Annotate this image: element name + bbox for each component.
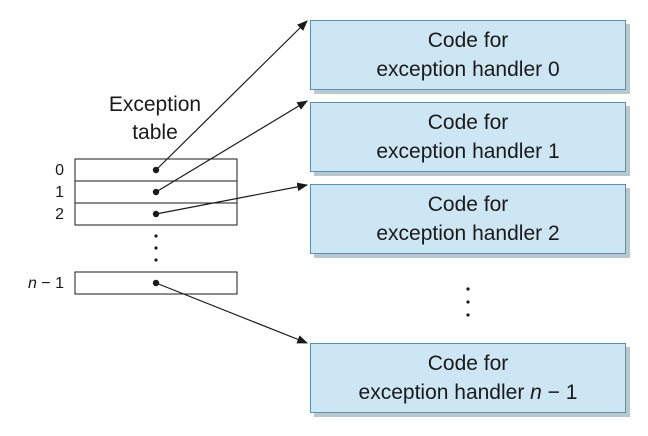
exception-table-title: Exception table (88, 91, 222, 147)
handler-0-line1: Code for (427, 29, 509, 52)
handler-n-1-var: n (530, 381, 542, 404)
handler-box-n-1: Code for exception handler n − 1 (310, 343, 626, 413)
table-index-n-var: n (27, 275, 37, 292)
table-index-2: 2 (55, 206, 64, 223)
arrow-to-handler-n-1 (155, 282, 309, 344)
table-index-0: 0 (55, 162, 64, 179)
exception-table-title-line2: table (132, 121, 178, 144)
handler-1-line2: exception handler 1 (376, 140, 560, 163)
arrow-to-handler-2 (155, 182, 309, 215)
table-index-1: 1 (55, 184, 64, 201)
table-ellipsis-dot (154, 246, 158, 250)
handler-n-1-line2: exception handler n − 1 (311, 378, 625, 407)
handler-ellipsis-dot (466, 287, 470, 291)
handler-2-line2: exception handler 2 (376, 222, 560, 245)
handler-0-line2: exception handler 0 (376, 58, 560, 81)
table-ellipsis-dot (154, 234, 158, 238)
handler-n-1-line1: Code for (427, 352, 509, 375)
table-index-n-1: n − 1 (4, 275, 64, 293)
handler-box-0: Code for exception handler 0 (310, 20, 626, 90)
handler-n-1-suffix: − 1 (541, 381, 578, 404)
handler-ellipsis-dot (466, 313, 470, 317)
table-ellipsis-dot (154, 258, 158, 262)
handler-n-1-prefix: exception handler (358, 381, 531, 404)
arrow-to-handler-0 (155, 20, 308, 171)
handler-ellipsis-dot (466, 300, 470, 304)
arrow-to-handler-1 (155, 100, 308, 193)
exception-table-title-line1: Exception (108, 93, 202, 116)
handler-box-2: Code for exception handler 2 (310, 184, 626, 254)
handler-2-line1: Code for (427, 193, 509, 216)
handler-box-1: Code for exception handler 1 (310, 102, 626, 172)
handler-1-line1: Code for (427, 111, 509, 134)
table-index-n-suffix: − 1 (36, 275, 64, 292)
